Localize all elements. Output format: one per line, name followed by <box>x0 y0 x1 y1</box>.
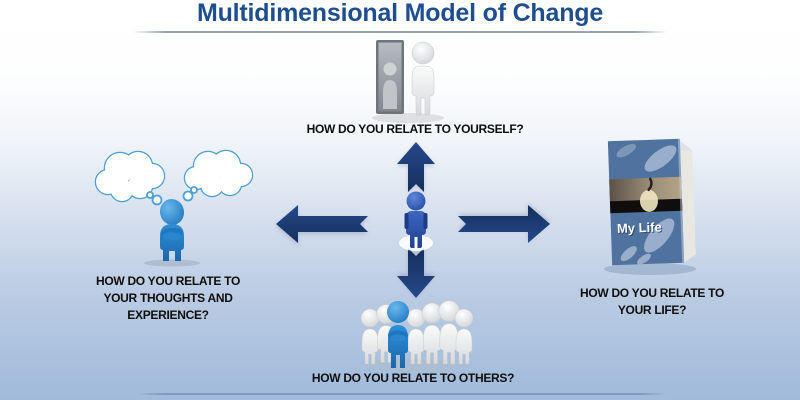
center-blue-person-icon <box>399 191 433 251</box>
arrow-right-icon <box>458 205 550 243</box>
book-title-text: My Life <box>617 219 662 236</box>
arrow-left-icon <box>276 205 368 243</box>
label-relate-to-yourself: HOW DO YOU RELATE TO YOURSELF? <box>306 122 524 136</box>
slide-title: Multidimensional Model of Change <box>196 0 604 27</box>
group-of-people-icon <box>359 300 474 371</box>
arrow-down-icon <box>397 248 435 298</box>
my-life-book-icon: My Life My Life <box>604 138 696 275</box>
label-relate-to-thoughts: HOW DO YOU RELATE TO YOUR THOUGHTS AND E… <box>95 274 240 322</box>
label-relate-to-others: HOW DO YOU RELATE TO OTHERS? <box>311 371 515 385</box>
arrow-up-icon <box>397 142 435 192</box>
bottom-divider <box>138 393 666 395</box>
thinking-figure-thought-clouds-icon <box>94 149 254 267</box>
book-title-shadow: My Life <box>618 220 663 237</box>
title-divider <box>133 31 667 33</box>
label-relate-to-life: HOW DO YOU RELATE TO YOUR LIFE? <box>579 286 724 317</box>
figure-at-mirror-icon <box>372 40 444 123</box>
